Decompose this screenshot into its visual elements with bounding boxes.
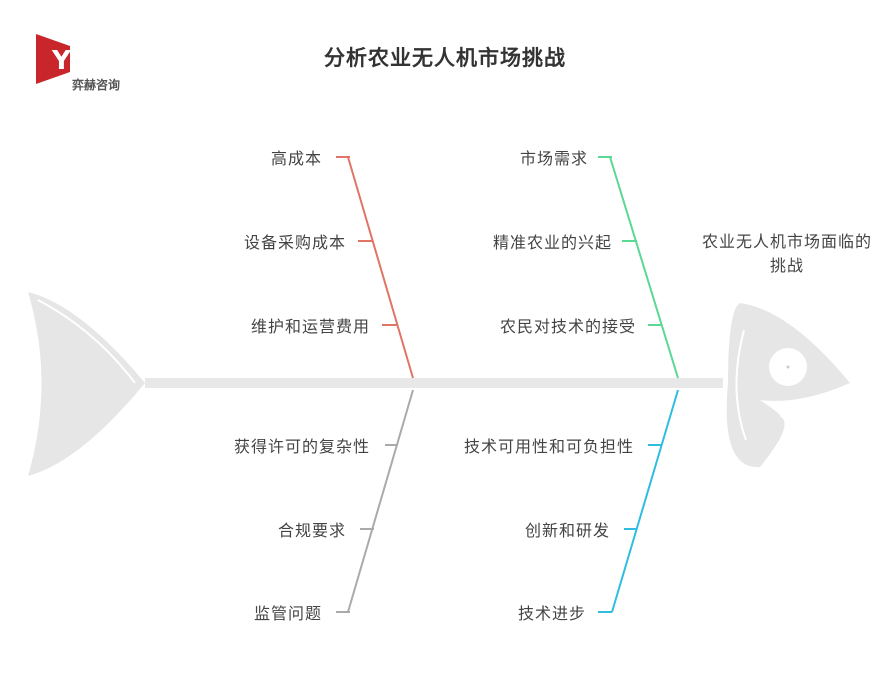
cause-label: 精准农业的兴起 bbox=[492, 233, 612, 252]
cause-label: 合规要求 bbox=[277, 521, 346, 540]
branch-bone bbox=[347, 389, 414, 613]
cause-label: 技术可用性和可负担性 bbox=[463, 437, 634, 456]
branch-bone bbox=[611, 389, 679, 613]
cause-label: 获得许可的复杂性 bbox=[233, 437, 370, 456]
head-label: 农业无人机市场面临的挑战 bbox=[702, 232, 873, 275]
cause-label: 维护和运营费用 bbox=[250, 317, 370, 336]
page-title: 分析农业无人机市场挑战 bbox=[324, 46, 566, 70]
branch-bone bbox=[609, 156, 679, 379]
branch-bone bbox=[347, 156, 414, 379]
cause-label: 创新和研发 bbox=[524, 521, 610, 540]
spine bbox=[145, 378, 723, 388]
logo-subtext: 弈赫咨询 bbox=[72, 78, 121, 92]
logo-text: Yeeher bbox=[52, 46, 159, 76]
cause-label: 监管问题 bbox=[253, 604, 322, 623]
cause-label: 高成本 bbox=[270, 149, 322, 168]
cause-label: 市场需求 bbox=[519, 149, 588, 168]
cause-label: 农民对技术的接受 bbox=[499, 317, 636, 336]
fish-tail bbox=[28, 292, 145, 476]
cause-label: 技术进步 bbox=[517, 604, 586, 623]
logo-mark bbox=[36, 34, 70, 84]
cause-label: 设备采购成本 bbox=[243, 233, 346, 252]
